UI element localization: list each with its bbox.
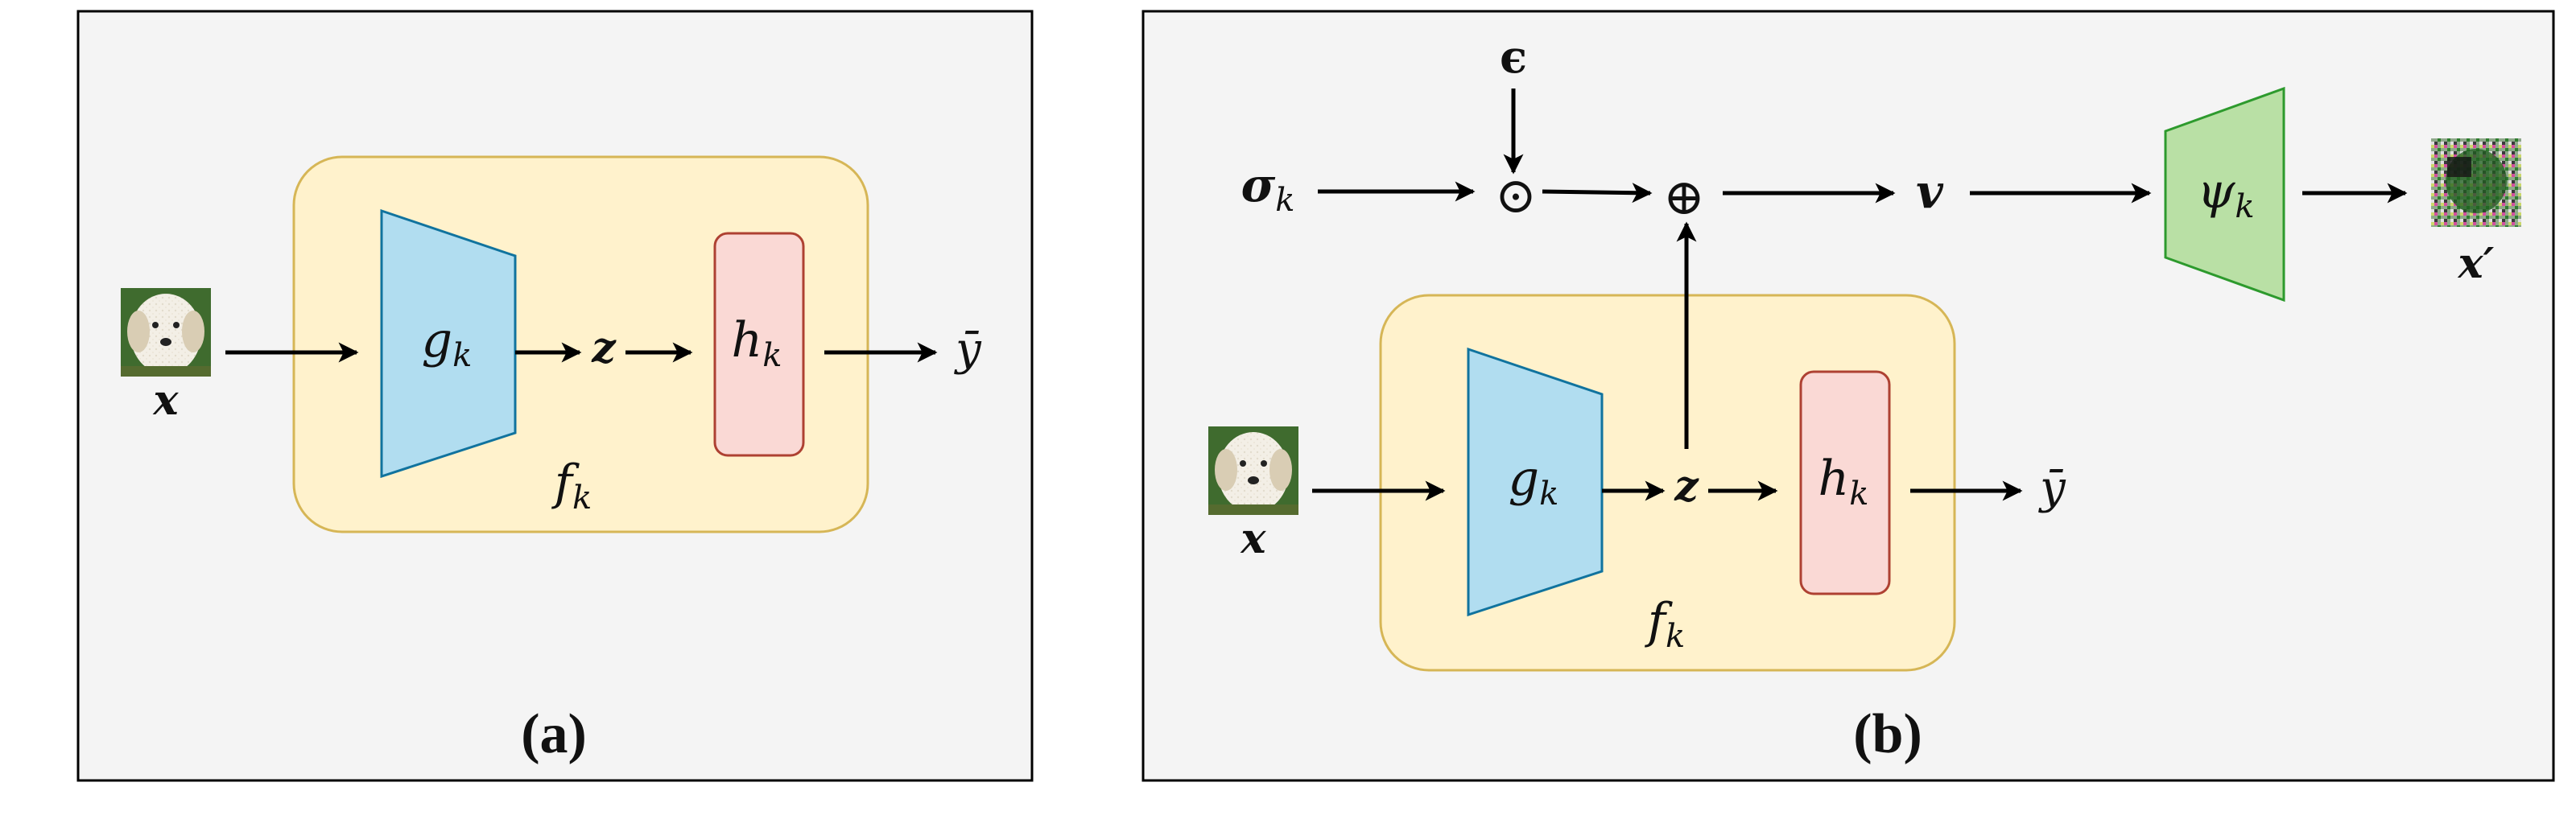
- decoder-b: [2164, 86, 2285, 303]
- sigma-label-b: σk: [1241, 158, 1294, 219]
- encoder-label-b: gk: [1509, 451, 1559, 513]
- head-label-b: hk: [1818, 451, 1869, 513]
- latent-label-a: z: [591, 323, 617, 373]
- input-label-b: x: [1240, 514, 1266, 563]
- hadamard-op-b: ⊙: [1495, 166, 1537, 224]
- dog-image-a: [121, 288, 211, 377]
- decoder-label-b: ψk: [2197, 163, 2254, 225]
- output-label-b: ȳ: [2037, 462, 2066, 514]
- head-a: [713, 232, 805, 457]
- latent-label-b: z: [1674, 462, 1699, 511]
- encoder-b: [1467, 347, 1604, 617]
- caption-b: (b): [1853, 703, 1922, 765]
- encoder-label-a: gk: [422, 312, 473, 374]
- sum-op-b: ⊕: [1663, 167, 1705, 226]
- head-label-a: hk: [732, 312, 782, 374]
- dog-image-b: [1208, 426, 1298, 515]
- noise-label-b: ϵ: [1500, 31, 1527, 84]
- head-b: [1799, 370, 1891, 595]
- panel-a: x gk z hk ȳ fk (a): [76, 10, 1034, 782]
- panel-b: σk ϵ ⊙ ⊕ v ψk x′: [1141, 10, 2555, 782]
- arrow-hadamard-to-sum-b: [1542, 183, 1653, 204]
- recon-label-b: x′: [2458, 239, 2495, 288]
- output-label-a: ȳ: [953, 323, 982, 376]
- caption-a: (a): [521, 703, 587, 765]
- reconstructed-image-b: [2431, 138, 2521, 227]
- input-label-a: x: [152, 376, 179, 425]
- encoder-a: [380, 208, 517, 479]
- v-label-b: v: [1916, 164, 1944, 219]
